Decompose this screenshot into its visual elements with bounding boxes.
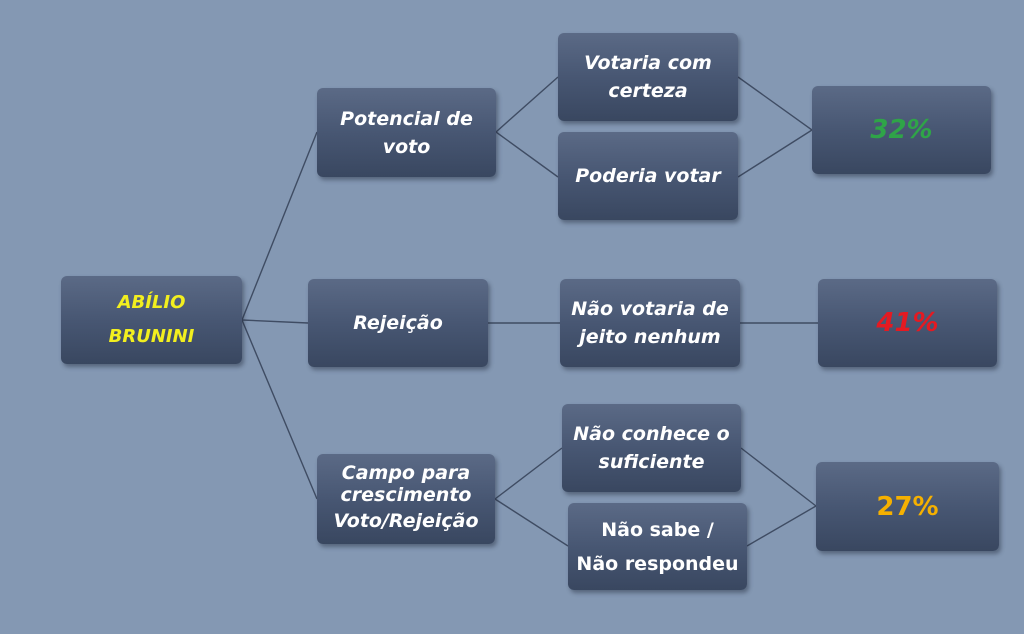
connector-poderia-32 xyxy=(737,129,813,178)
campo-label-line3: Voto/Rejeição xyxy=(333,510,479,532)
nao-sabe-label-line1: Não sabe / xyxy=(601,518,714,541)
potencial-label-line2: voto xyxy=(382,135,431,158)
root-label-line1: ABÍLIO xyxy=(117,292,186,313)
nao-votaria-label-line2: jeito nenhum xyxy=(579,326,721,348)
result-node-32: 32% xyxy=(812,86,991,174)
nao-conhece-label-line2: suficiente xyxy=(598,451,705,473)
result-value-32: 32% xyxy=(870,115,933,145)
nao-conhece-label-line1: Não conhece o xyxy=(573,423,730,445)
node-nao-votaria: Não votaria de jeito nenhum xyxy=(560,279,740,367)
connector-nao-conhece-27 xyxy=(740,447,817,507)
votaria-label-line1: Votaria com xyxy=(584,52,712,74)
result-value-41: 41% xyxy=(876,308,939,338)
root-node-abilio-brunini: ABÍLIO BRUNINI xyxy=(61,276,242,364)
connector-votaria-32 xyxy=(737,76,813,131)
connector-nao-sabe-27 xyxy=(746,505,817,547)
result-node-27: 27% xyxy=(816,462,999,551)
campo-label-line2: crescimento xyxy=(340,484,472,506)
campo-label-line1: Campo para xyxy=(341,462,471,484)
connector-campo-nao-sabe xyxy=(494,498,569,547)
node-campo-para-crescimento: Campo para crescimento Voto/Rejeição xyxy=(317,454,495,544)
node-poderia-votar: Poderia votar xyxy=(558,132,738,220)
result-node-41: 41% xyxy=(818,279,997,367)
rejeicao-label: Rejeição xyxy=(353,312,443,334)
connector-root-campo xyxy=(241,319,318,500)
potencial-label-line1: Potencial de xyxy=(340,107,473,130)
nao-sabe-label-line2: Não respondeu xyxy=(576,552,739,575)
node-potencial-de-voto: Potencial de voto xyxy=(317,88,496,177)
connector-potencial-votaria xyxy=(495,76,559,133)
poderia-label: Poderia votar xyxy=(575,165,721,187)
nao-votaria-label-line1: Não votaria de xyxy=(571,298,729,320)
connector-campo-nao-conhece xyxy=(494,447,563,500)
connector-root-potencial xyxy=(241,131,318,321)
votaria-label-line2: certeza xyxy=(608,80,688,102)
root-label-line2: BRUNINI xyxy=(108,326,195,347)
node-nao-conhece: Não conhece o suficiente xyxy=(562,404,741,492)
connector-potencial-poderia xyxy=(495,131,559,178)
node-rejeicao: Rejeição xyxy=(308,279,488,367)
node-votaria-com-certeza: Votaria com certeza xyxy=(558,33,738,121)
node-nao-sabe: Não sabe / Não respondeu xyxy=(568,503,747,590)
result-value-27: 27% xyxy=(876,491,939,522)
connector-root-rejeicao xyxy=(241,319,309,324)
